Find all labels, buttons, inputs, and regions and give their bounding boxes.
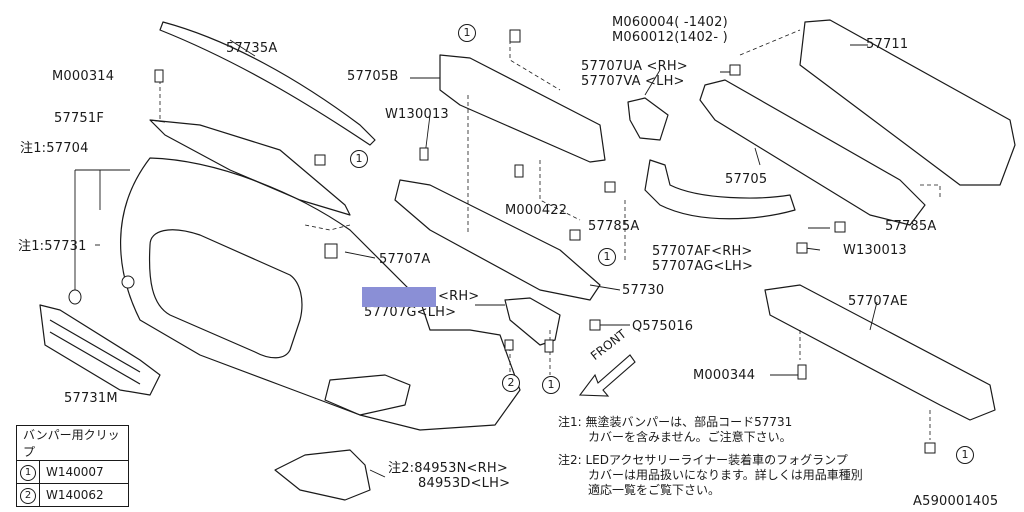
label-q575016: Q575016 <box>632 319 694 334</box>
label-57711: 57711 <box>866 37 909 52</box>
grille-opening <box>148 229 303 359</box>
label-57751f: 57751F <box>54 111 105 126</box>
note-2-line-2: カバーは用品扱いになります。詳しくは用品車種別 <box>588 468 863 482</box>
figure-code: A590001405 <box>913 494 999 509</box>
callout-2-clip: 2 <box>502 374 520 392</box>
label-m000344: M000344 <box>693 368 756 383</box>
clip-mark: 1 <box>20 464 36 481</box>
lower-beam-57707ae <box>764 284 996 421</box>
table-row: 1 W140007 <box>16 460 129 484</box>
clip-part-number: W140062 <box>39 483 129 507</box>
reinforcement-57711 <box>799 19 1016 186</box>
note-1-line-2: カバーを含みません。ご注意下さい。 <box>588 430 792 444</box>
label-57707g-lh: 57707G<LH> <box>364 305 457 320</box>
callout-1-top: 1 <box>458 24 476 42</box>
label-57705b: 57705B <box>347 69 399 84</box>
label-57707f-rh: <RH> <box>438 289 480 304</box>
side-bracket-57707ua <box>627 97 669 141</box>
grille-support-bracket <box>149 119 351 216</box>
label-w130013-lower: W130013 <box>843 243 907 258</box>
note-2-line-1: 注2: LEDアクセサリーライナー装着車のフォグランプ <box>558 453 848 467</box>
label-m000422: M000422 <box>505 203 568 218</box>
label-57707ag: 57707AG<LH> <box>652 259 754 274</box>
label-57735a: 57735A <box>226 41 278 56</box>
upper-trim-strip <box>159 21 376 146</box>
label-57707va: 57707VA <LH> <box>581 74 685 89</box>
label-57730: 57730 <box>622 283 665 298</box>
bumper-clip-table: バンパー用クリップ 1 W140007 2 W140062 <box>16 425 129 507</box>
fog-lamp-opening <box>324 374 411 416</box>
callout-1-grille: 1 <box>350 150 368 168</box>
label-57707ae: 57707AE <box>848 294 908 309</box>
callout-1-lower-beam: 1 <box>956 446 974 464</box>
label-m000314: M000314 <box>52 69 115 84</box>
callout-1-bracket: 1 <box>542 376 560 394</box>
upper-beam-57705b <box>439 54 606 163</box>
label-m060012: M060012(1402- ) <box>612 30 728 45</box>
label-57731: 注1:57731 <box>18 239 87 254</box>
label-57707af: 57707AF<RH> <box>652 244 753 259</box>
table-row: 2 W140062 <box>16 483 129 507</box>
label-57704: 注1:57704 <box>20 141 89 156</box>
label-57731m: 57731M <box>64 391 118 406</box>
side-bracket-57707g <box>504 297 561 346</box>
label-57707ua: 57707UA <RH> <box>581 59 688 74</box>
label-57785a-right: 57785A <box>885 219 937 234</box>
fog-lamp-cover <box>274 449 371 501</box>
label-57707a: 57707A <box>379 252 431 267</box>
bracket-57707af <box>644 159 796 220</box>
label-57785a-left: 57785A <box>588 219 640 234</box>
label-w130013-upper: W130013 <box>385 107 449 122</box>
label-57705: 57705 <box>725 172 768 187</box>
note-2-line-3: 適応一覧をご覧下さい。 <box>588 483 721 497</box>
beam-57705 <box>699 79 926 226</box>
bumper-face-outline <box>120 157 521 431</box>
note-1-line-1: 注1: 無塗装バンパーは、部品コード57731 <box>558 415 793 429</box>
lower-grille <box>39 304 161 396</box>
label-84953n: 注2:84953N<RH> <box>388 461 508 476</box>
redaction-box <box>362 287 436 307</box>
front-arrow <box>578 354 636 397</box>
clip-mark: 2 <box>20 487 36 504</box>
callout-1-absorber: 1 <box>598 248 616 266</box>
absorber-57730 <box>394 179 601 301</box>
label-m060004: M060004( -1402) <box>612 15 728 30</box>
label-84953d: 84953D<LH> <box>418 476 511 491</box>
clip-part-number: W140007 <box>39 460 129 484</box>
clip-table-header: バンパー用クリップ <box>16 425 129 461</box>
